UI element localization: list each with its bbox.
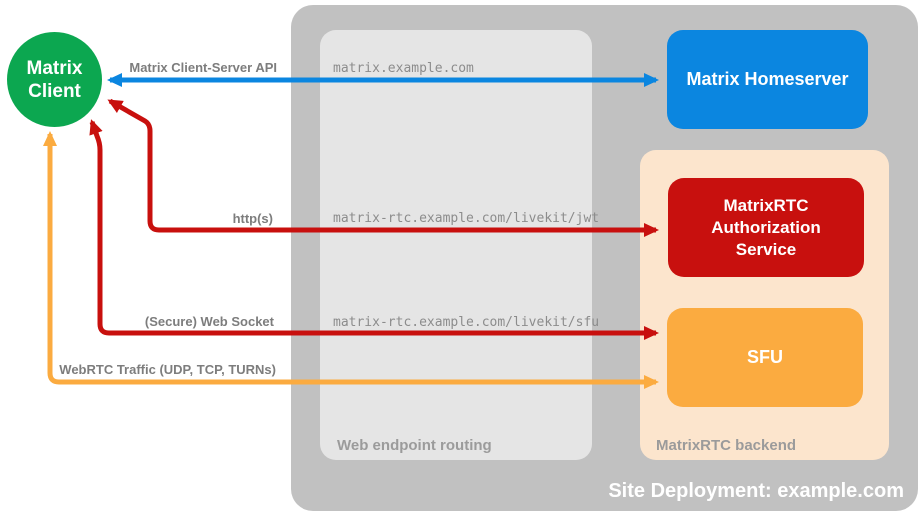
sfu-label: SFU	[747, 347, 783, 367]
webrtc-traffic-arrow-label: WebRTC Traffic (UDP, TCP, TURNs)	[59, 362, 276, 377]
auth-service-label-line2: Authorization	[711, 217, 821, 237]
auth-service-label-line1: MatrixRTC	[723, 195, 809, 215]
endpoint-matrix-example-com: matrix.example.com	[333, 61, 474, 76]
https-arrow-label: http(s)	[232, 211, 273, 226]
web-endpoint-routing-panel	[320, 30, 592, 460]
matrixrtc-authorization-service-node: MatrixRTC Authorization Service	[668, 178, 864, 277]
site-deployment-title: Site Deployment: example.com	[608, 480, 904, 502]
endpoint-livekit-sfu: matrix-rtc.example.com/livekit/sfu	[333, 315, 600, 330]
matrix-client-label-line2: Client	[28, 80, 81, 102]
endpoint-livekit-jwt: matrix-rtc.example.com/livekit/jwt	[333, 211, 600, 226]
web-endpoint-routing-title: Web endpoint routing	[337, 437, 492, 454]
auth-service-label-line3: Service	[735, 239, 797, 259]
sfu-node: SFU	[667, 308, 863, 407]
client-server-api-arrow-label: Matrix Client-Server API	[129, 60, 277, 75]
matrix-client-node: Matrix Client	[7, 32, 102, 127]
websocket-arrow-label: (Secure) Web Socket	[144, 314, 274, 329]
matrixrtc-backend-title: MatrixRTC backend	[656, 437, 797, 454]
matrix-client-label-line1: Matrix	[26, 57, 83, 79]
matrix-homeserver-label: Matrix Homeserver	[686, 69, 849, 89]
matrix-homeserver-node: Matrix Homeserver	[667, 30, 868, 129]
